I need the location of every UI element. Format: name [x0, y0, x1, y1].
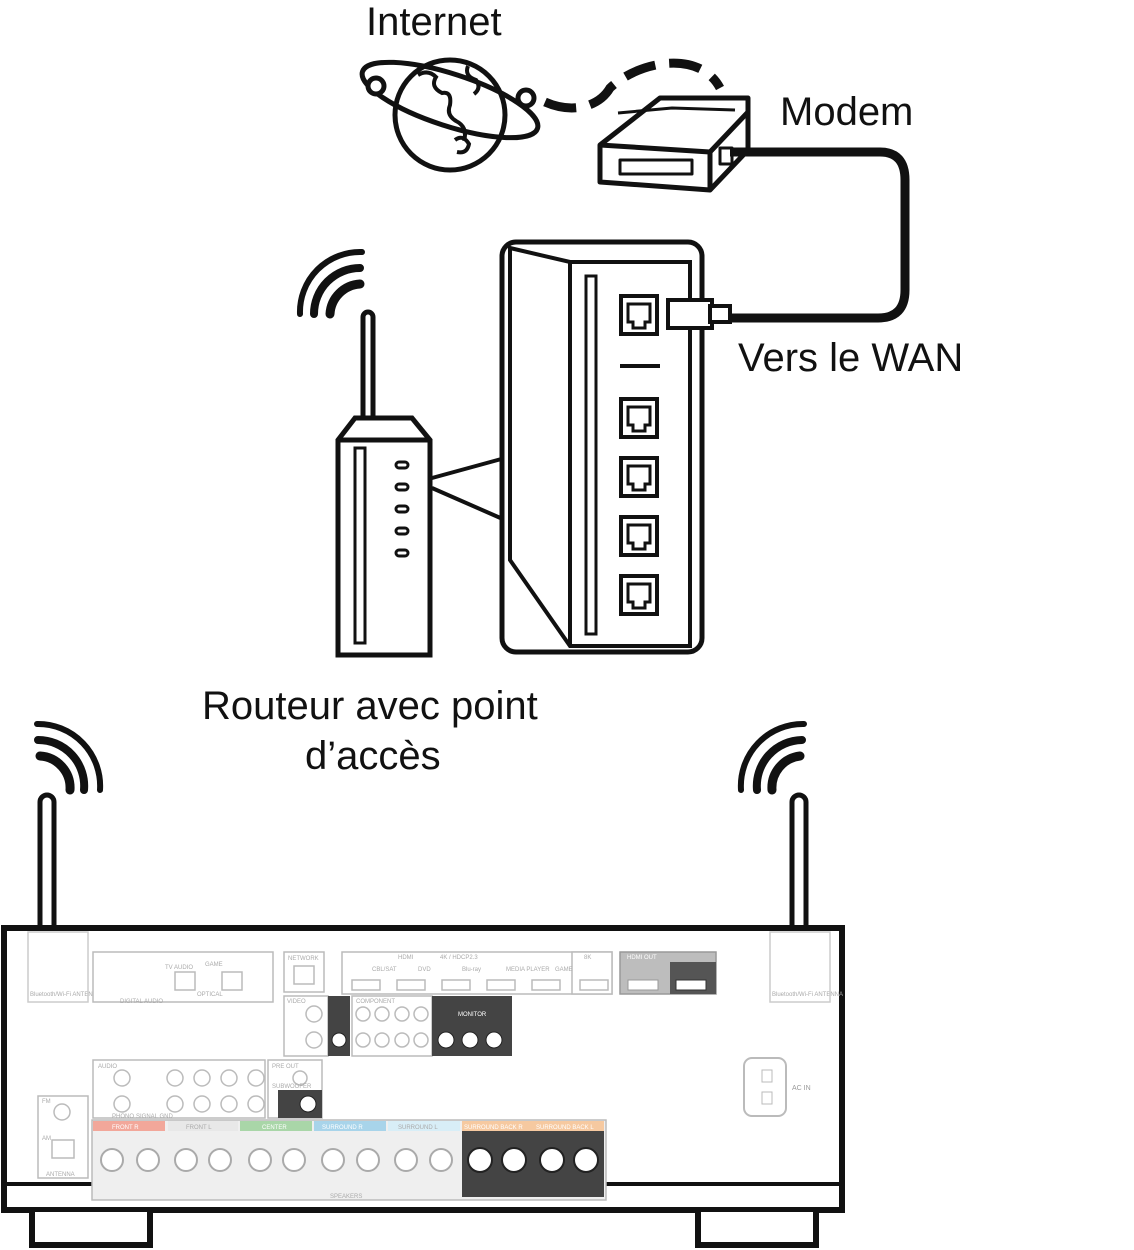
surround-r-label: SURROUND R	[322, 1125, 363, 1131]
pre-out-label: PRE OUT	[272, 1064, 299, 1070]
audio-label: AUDIO	[98, 1064, 117, 1070]
digital-audio-panel	[92, 951, 274, 1003]
bt-antenna-label-right: Bluetooth/Wi-Fi ANTENNA	[772, 992, 843, 998]
lan-port-2	[619, 456, 659, 498]
surround-back-r-label: SURROUND BACK R	[464, 1125, 523, 1131]
digital-audio-label: DIGITAL AUDIO	[120, 999, 163, 1005]
router-label-line1: Routeur avec point	[202, 684, 538, 728]
wifi-signal-icon	[34, 720, 104, 795]
front-l-label: FRONT L	[186, 1125, 212, 1131]
hdmi-out-label: HDMI OUT	[627, 955, 657, 961]
lan-port-1	[619, 397, 659, 439]
router-icon	[335, 309, 433, 658]
am-label: AM	[42, 1136, 51, 1142]
hdmi-8k: 8K	[584, 955, 591, 961]
signal-gnd-label: SIGNAL GND	[136, 1114, 173, 1120]
router-label-line2: d’accès	[305, 734, 441, 778]
hdmi-in-dvd: DVD	[418, 967, 431, 973]
surround-back-l-label: SURROUND BACK L	[536, 1125, 594, 1131]
game-label: GAME	[205, 962, 223, 968]
hdmi-in-cbl: CBL/SAT	[372, 967, 397, 973]
front-r-label: FRONT R	[112, 1125, 139, 1131]
bt-antenna-label-left: Bluetooth/Wi-Fi ANTENNA	[30, 992, 101, 998]
lan-port-4	[619, 574, 659, 616]
tv-audio-label: TV AUDIO	[165, 965, 193, 971]
hdmi-in-media: MEDIA PLAYER	[506, 967, 550, 973]
wan-label: Vers le WAN	[738, 336, 964, 380]
lan-port-3	[619, 515, 659, 557]
speakers-label: SPEAKERS	[330, 1194, 362, 1200]
ethernet-ports	[619, 294, 659, 616]
internet-link	[543, 58, 724, 113]
wan-port	[619, 294, 659, 336]
center-label: CENTER	[262, 1125, 287, 1131]
hdmi-panel	[341, 951, 613, 995]
fm-label: FM	[42, 1099, 51, 1105]
globe-icon	[359, 57, 541, 173]
subwoofer-label: SUBWOOFER	[272, 1084, 312, 1090]
video-panel	[283, 995, 433, 1057]
antenna-label: ANTENNA	[46, 1172, 75, 1178]
optical-label: OPTICAL	[197, 992, 223, 998]
surround-l-label: SURROUND L	[398, 1125, 438, 1131]
analog-audio-panel	[92, 1059, 266, 1119]
hdmi-in-bluray: Blu-ray	[462, 967, 481, 973]
ethernet-plug-icon	[666, 298, 732, 330]
wifi-signal-icon	[296, 248, 365, 319]
zoom-callout	[431, 456, 506, 522]
hdmi-in-game: GAME	[555, 967, 573, 973]
monitor-label: MONITOR	[458, 1012, 487, 1018]
video-label: VIDEO	[287, 999, 306, 1005]
internet-label: Internet	[366, 0, 502, 44]
wan-cable	[720, 147, 910, 323]
modem-label: Modem	[780, 90, 914, 134]
hdmi-header: HDMI	[398, 955, 414, 961]
speaker-terminals	[91, 1119, 607, 1201]
ac-in-label: AC IN	[792, 1085, 811, 1092]
component-label: COMPONENT	[356, 999, 395, 1005]
av-receiver: Bluetooth/Wi-Fi ANTENNA Bluetooth/Wi-Fi …	[1, 925, 845, 1248]
wifi-signal-icon	[737, 720, 807, 795]
modem-icon	[597, 95, 751, 193]
hdmi-spec: 4K / HDCP2.3	[440, 955, 478, 961]
network-label: NETWORK	[288, 956, 319, 962]
phono-label: PHONO	[112, 1114, 134, 1120]
